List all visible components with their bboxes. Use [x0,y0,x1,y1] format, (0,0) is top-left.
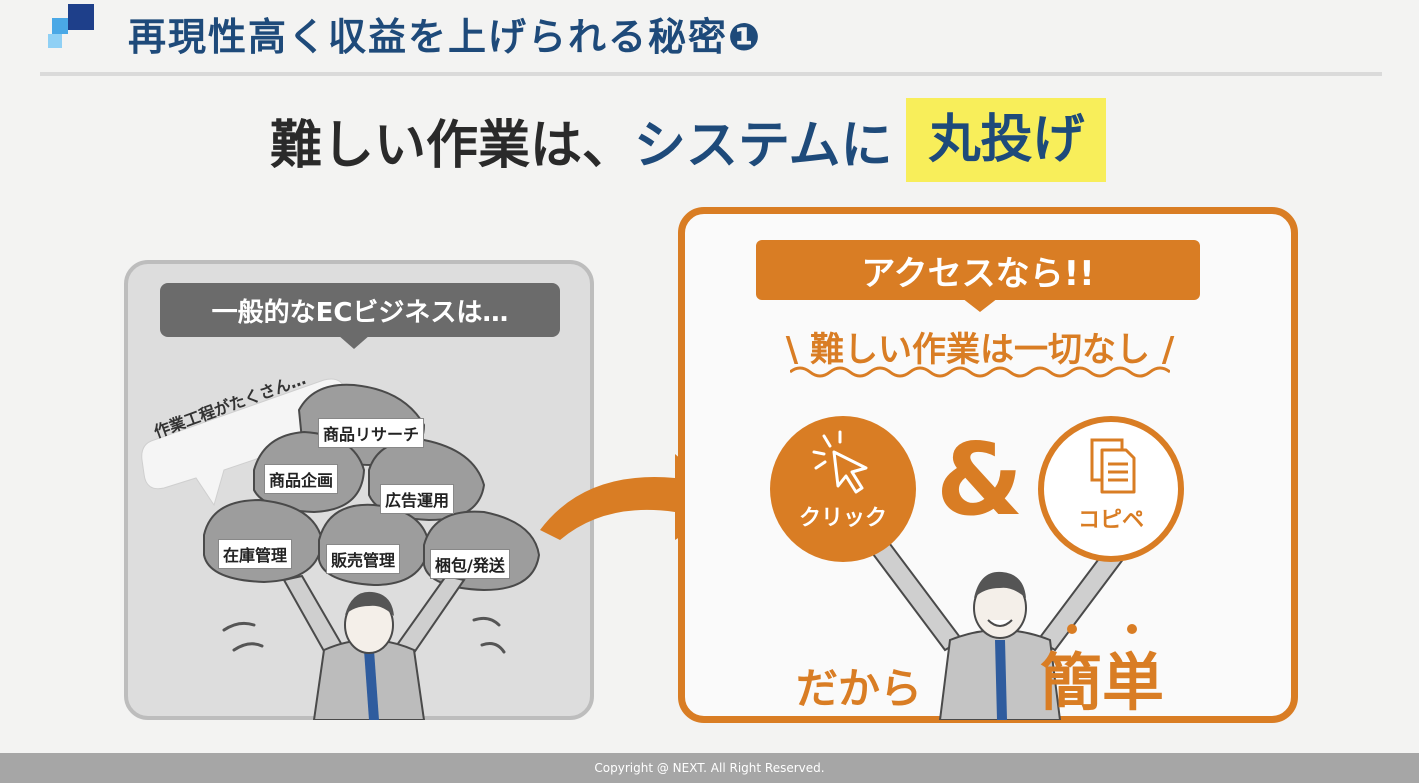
access-banner: アクセスなら!! [756,240,1200,300]
header-divider [40,72,1382,76]
bubble-tail [338,335,370,349]
headline-part-dark: 難しい作業は、 [270,115,635,176]
slide-title: 再現性高く収益を上げられる秘密❶ [128,15,763,59]
click-circle: クリック [770,416,916,562]
emphasis-dots [1067,624,1137,634]
rock-pile-illustration [141,378,541,720]
banner-tail [962,298,998,312]
ampersand: & [936,421,1024,538]
wavy-underline [790,366,1170,378]
task-label-shipping: 梱包/発送 [430,549,510,579]
copy-paste-label: コピペ [1077,508,1144,533]
task-label-planning: 商品企画 [264,464,339,494]
cursor-click-icon [812,430,868,494]
general-ec-bubble: 一般的なECビジネスは… [160,283,560,337]
therefore-text: だから [796,664,923,713]
document-copy-icon [1090,438,1136,494]
click-label: クリック [798,506,887,531]
task-label-ads: 広告運用 [380,484,455,514]
headline: 難しい作業は、 システムに 丸投げ [270,98,1107,182]
footer-copyright: Copyright @ NEXT. All Right Reserved. [0,753,1419,783]
task-label-research: 商品リサーチ [318,418,425,448]
task-label-inventory: 在庫管理 [218,539,293,569]
easy-text: 簡単 [1040,646,1165,719]
headline-highlight: 丸投げ [906,98,1107,182]
headline-part-blue: システムに [634,115,893,176]
logo-squares-icon [48,4,94,48]
task-label-sales: 販売管理 [326,544,401,574]
copy-paste-circle: コピペ [1038,416,1184,562]
no-difficult-work-text: \ 難しい作業は一切なし / [785,330,1175,370]
smiling-man-illustration [868,542,1132,720]
